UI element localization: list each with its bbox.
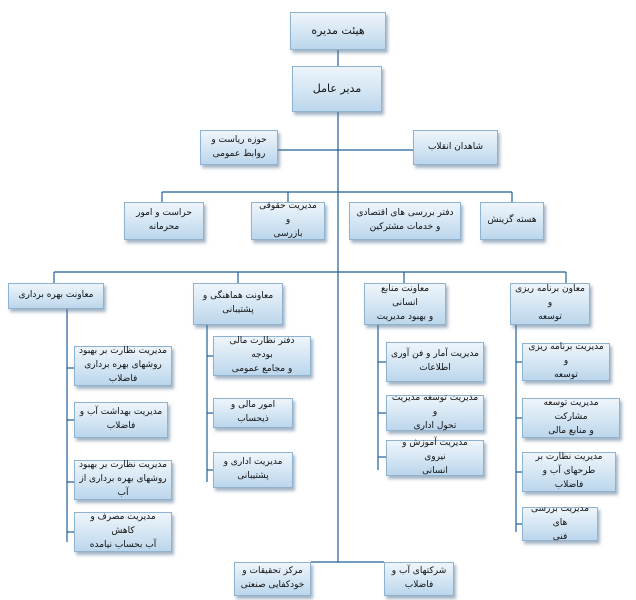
operation-unit: مدیریت نظارت بر بهبود روشهای بهره برداری… — [74, 346, 172, 386]
deputy-planning: معاون برنامه ریزی و توسعه — [510, 283, 590, 325]
planning-unit: مدیریت توسعه مشارکت و منابع مالی — [522, 398, 620, 438]
hr-unit: مدیریت آمار و فن آوری اطلاعات — [386, 342, 484, 382]
planning-unit: مدیریت بررسی های فنی — [522, 504, 598, 542]
hr-unit: مدیریت توسعه مدیریت و تحول اداری — [386, 393, 484, 431]
coordination-unit: امور مالی و ذیحساب — [213, 398, 293, 428]
planning-unit: مدیریت برنامه ریزی و توسعه — [522, 342, 610, 381]
economic-studies-office: دفتر بررسی های اقتصادی و خدمات مشترکین — [349, 202, 461, 240]
ceo: مدیر عامل — [292, 66, 382, 112]
selection-core: هسته گزینش — [480, 202, 544, 240]
research-center: مرکز تحقیقات و خودکفایی صنعتی — [234, 562, 311, 596]
public-relations-office: حوزه ریاست و روابط عمومی — [200, 130, 278, 165]
coordination-unit: دفتر نظارت مالی بودجه و مجامع عمومی — [213, 336, 311, 376]
coordination-unit: مدیریت اداری و پشتیبانی — [213, 452, 293, 488]
protection-department: حراست و امور محرمانه — [124, 202, 204, 240]
hr-unit: مدیریت آموزش و نیروی انسانی — [386, 438, 484, 476]
deputy-coordination: معاونت هماهنگی و پشتیبانی — [193, 283, 283, 325]
board-of-directors: هیئت مدیره — [290, 12, 386, 50]
revolution-witnesses-office: شاهدان انقلاب — [413, 130, 498, 165]
legal-department: مدیریت حقوقی و بازرسی — [251, 201, 325, 240]
operation-unit: مدیریت نظارت بر بهبود روشهای بهره برداری… — [74, 460, 172, 500]
operation-unit: مدیریت مصرف و کاهش آب بحساب نیامده — [74, 512, 172, 552]
operation-unit: مدیریت بهداشت آب و فاضلاب — [74, 402, 168, 438]
deputy-operation: معاونت بهره برداری — [8, 283, 104, 309]
water-companies: شرکتهای آب و فاضلاب — [384, 562, 454, 596]
deputy-human-resources: معاونت منابع انسانی و بهبود مدیریت — [364, 283, 446, 325]
planning-unit: مدیریت نظارت بر طرحهای آب و فاضلاب — [522, 452, 616, 492]
